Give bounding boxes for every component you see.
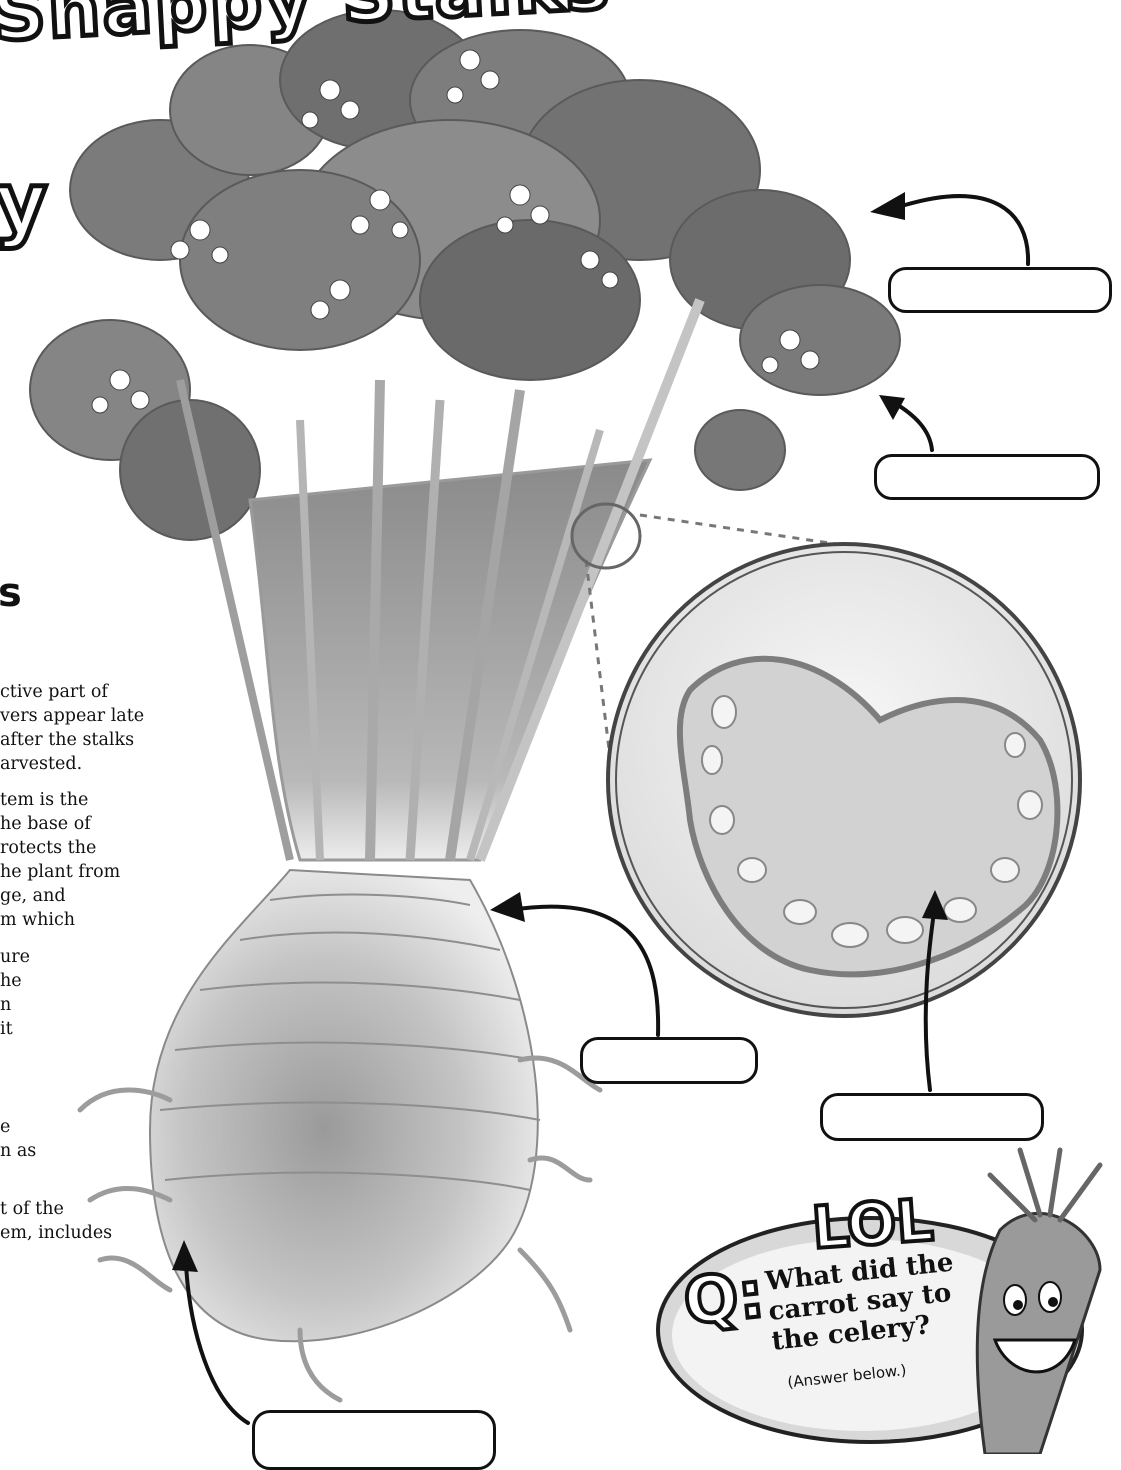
body-line: arvested. — [0, 752, 170, 776]
body-line: e — [0, 1115, 170, 1139]
body-line: em, includes — [0, 1221, 170, 1245]
body-line: he — [0, 969, 170, 993]
flowers-label-box[interactable] — [874, 454, 1100, 500]
body-line: rotects the — [0, 836, 170, 860]
body-line: he base of — [0, 812, 170, 836]
body-line: after the stalks — [0, 728, 170, 752]
leaves-label-box[interactable] — [888, 267, 1112, 313]
leaf-cluster — [30, 10, 900, 540]
body-line: ure — [0, 945, 170, 969]
stalk-cross-section — [680, 659, 1058, 975]
body-line: m which — [0, 908, 170, 932]
body-line: t of the — [0, 1197, 170, 1221]
body-line: ge, and — [0, 884, 170, 908]
root-label-box[interactable] — [252, 1410, 496, 1470]
body-line: vers appear late — [0, 704, 170, 728]
body-line: n as — [0, 1139, 170, 1163]
body-line: it — [0, 1017, 170, 1041]
stalk-label-box[interactable] — [580, 1037, 758, 1084]
question-label: Q: — [680, 1258, 767, 1340]
body-line: tem is the — [0, 788, 170, 812]
decorative-letter: y — [0, 156, 47, 251]
body-line: n — [0, 993, 170, 1017]
cross-section-label-box[interactable] — [820, 1093, 1044, 1141]
section-heading-fragment: s — [0, 570, 22, 616]
body-line: he plant from — [0, 860, 170, 884]
body-line: ctive part of — [0, 680, 170, 704]
